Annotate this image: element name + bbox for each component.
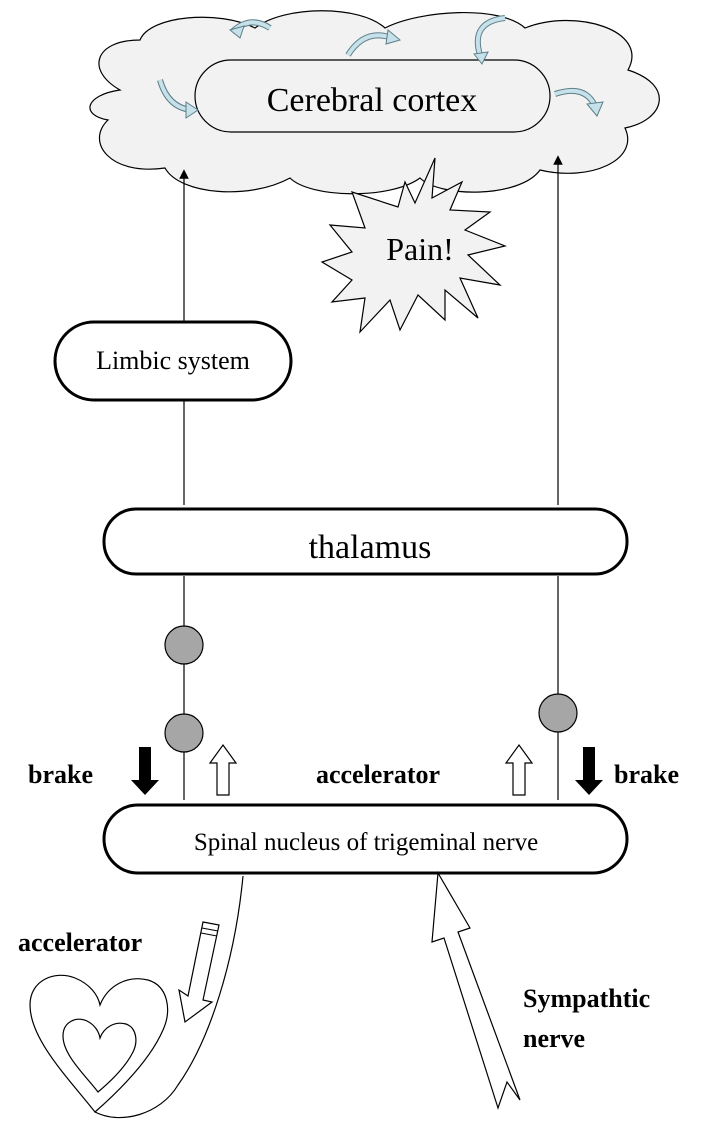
accelerator-label-center: accelerator bbox=[316, 760, 440, 789]
starburst-icon bbox=[320, 157, 507, 334]
heart-connection-curve bbox=[94, 875, 244, 1119]
sympathetic-nerve-arrow bbox=[431, 871, 521, 1110]
sympathetic-label-line1: Sympathtic bbox=[523, 984, 650, 1013]
up-arrow-outline-icon bbox=[504, 743, 534, 796]
spinal-nucleus-box: Spinal nucleus of trigeminal nerve bbox=[102, 803, 629, 875]
down-arrow-icon bbox=[131, 747, 159, 795]
curved-arrow-icon bbox=[554, 88, 604, 117]
up-arrow-outline-icon bbox=[208, 743, 238, 796]
curved-arrow-icon bbox=[345, 29, 402, 57]
curved-arrow-icon bbox=[473, 15, 506, 65]
accelerator-label-lower: accelerator bbox=[18, 928, 142, 957]
brake-label-right: brake bbox=[614, 760, 679, 789]
curved-arrow-icon bbox=[228, 19, 272, 39]
cortex-cloud: Cerebral cortex bbox=[89, 10, 660, 195]
heart-icon bbox=[29, 974, 169, 1113]
brake-label-left: brake bbox=[28, 760, 93, 789]
sympathetic-label-line2: nerve bbox=[523, 1024, 585, 1053]
down-arrow-icon bbox=[575, 747, 603, 795]
limbic-system-box: Limbic system bbox=[53, 320, 293, 402]
neuron-icon bbox=[164, 625, 204, 665]
neuron-icon bbox=[164, 713, 204, 753]
pain-label: Pain! bbox=[386, 231, 454, 267]
thalamus-box: thalamus bbox=[102, 507, 629, 576]
neuron-icon bbox=[538, 693, 578, 733]
accelerator-heart-arrow bbox=[178, 921, 220, 1024]
thalamus-label: thalamus bbox=[309, 529, 432, 566]
limbic-label: Limbic system bbox=[96, 346, 250, 375]
pain-starburst: Pain! bbox=[320, 157, 507, 334]
cortex-label: Cerebral cortex bbox=[267, 82, 478, 119]
curved-arrow-icon bbox=[157, 79, 199, 119]
cortex-pill bbox=[194, 59, 551, 133]
spinal-label: Spinal nucleus of trigeminal nerve bbox=[194, 829, 538, 856]
cortex-swirls bbox=[157, 15, 604, 119]
